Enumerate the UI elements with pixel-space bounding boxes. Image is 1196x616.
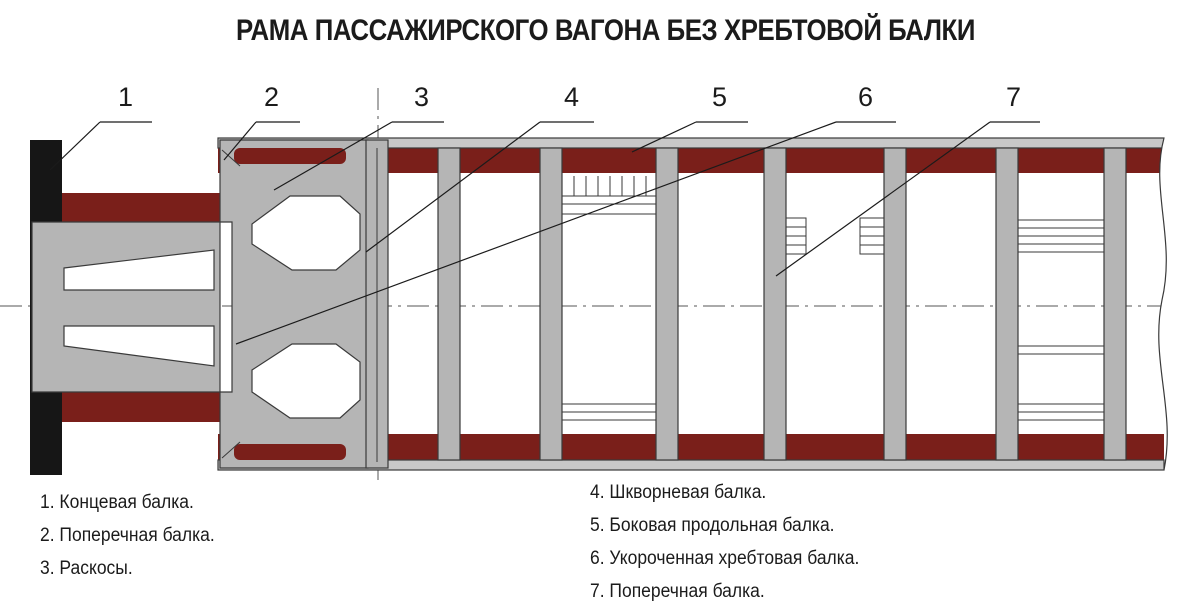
cross-beam-3 [655, 147, 679, 461]
floor-hatch-3 [785, 217, 885, 255]
floor-hatch-4 [1018, 219, 1104, 421]
callout-6: 6 [235, 82, 896, 345]
legend-left: 1. Концевая балка. 2. Поперечная балка. … [40, 490, 230, 589]
cross-beam-5 [883, 147, 907, 461]
callout-number-6: 6 [858, 82, 873, 112]
end-red-beam-top [62, 193, 220, 223]
gusset-red-top [234, 148, 346, 164]
cross-beam-1 [437, 147, 461, 461]
legend-item-3: 3. Раскосы. [40, 558, 133, 579]
legend-item-1: 1. Концевая балка. [40, 492, 194, 513]
callout-number-7: 7 [1006, 82, 1021, 112]
center-sill-cutout-bottom [63, 325, 215, 367]
callout-number-3: 3 [414, 82, 429, 112]
legend-item-2: 2. Поперечная балка. [40, 525, 215, 546]
callout-2: 2 [223, 82, 300, 161]
cross-beam-2 [539, 147, 563, 461]
legend-item-5: 5. Боковая продольная балка. [590, 515, 835, 536]
legend-item-7: 7. Поперечная балка. [590, 581, 765, 602]
callout-7: 7 [775, 82, 1040, 277]
callout-3: 3 [273, 82, 444, 191]
callout-number-4: 4 [564, 82, 579, 112]
center-sill-cutout-top [63, 249, 215, 291]
legend-right: 4. Шкворневая балка. 5. Боковая продольн… [590, 480, 883, 612]
legend-item-4: 4. Шкворневая балка. [590, 482, 767, 503]
side-flange-bottom [217, 459, 1165, 471]
callout-5: 5 [631, 82, 748, 153]
cross-beam-7 [1103, 147, 1127, 461]
gusset-corner-top [221, 149, 241, 167]
gusset-red-bottom [234, 444, 346, 460]
break-line-edge [1158, 137, 1168, 471]
callout-number-2: 2 [264, 82, 279, 112]
short-center-sill [31, 221, 221, 393]
gusset-corner-bottom [221, 441, 241, 459]
callout-4: 4 [365, 82, 594, 253]
end-red-beam-bottom [62, 392, 220, 422]
floor-hatch-1 [562, 176, 656, 215]
callout-number-5: 5 [712, 82, 727, 112]
legend-item-6: 6. Укороченная хребтовая балка. [590, 548, 860, 569]
gusset-hole-top [251, 195, 361, 271]
gusset-hole-bottom [251, 343, 361, 419]
page-title: РАМА ПАССАЖИРСКОГО ВАГОНА БЕЗ ХРЕБТОВОЙ … [236, 14, 975, 47]
break-line [1158, 138, 1196, 470]
callout-1: 1 [49, 82, 152, 171]
callout-number-1: 1 [118, 82, 133, 112]
cross-beam-6 [995, 147, 1019, 461]
cross-beam-4 [763, 147, 787, 461]
floor-hatch-2 [562, 403, 656, 421]
